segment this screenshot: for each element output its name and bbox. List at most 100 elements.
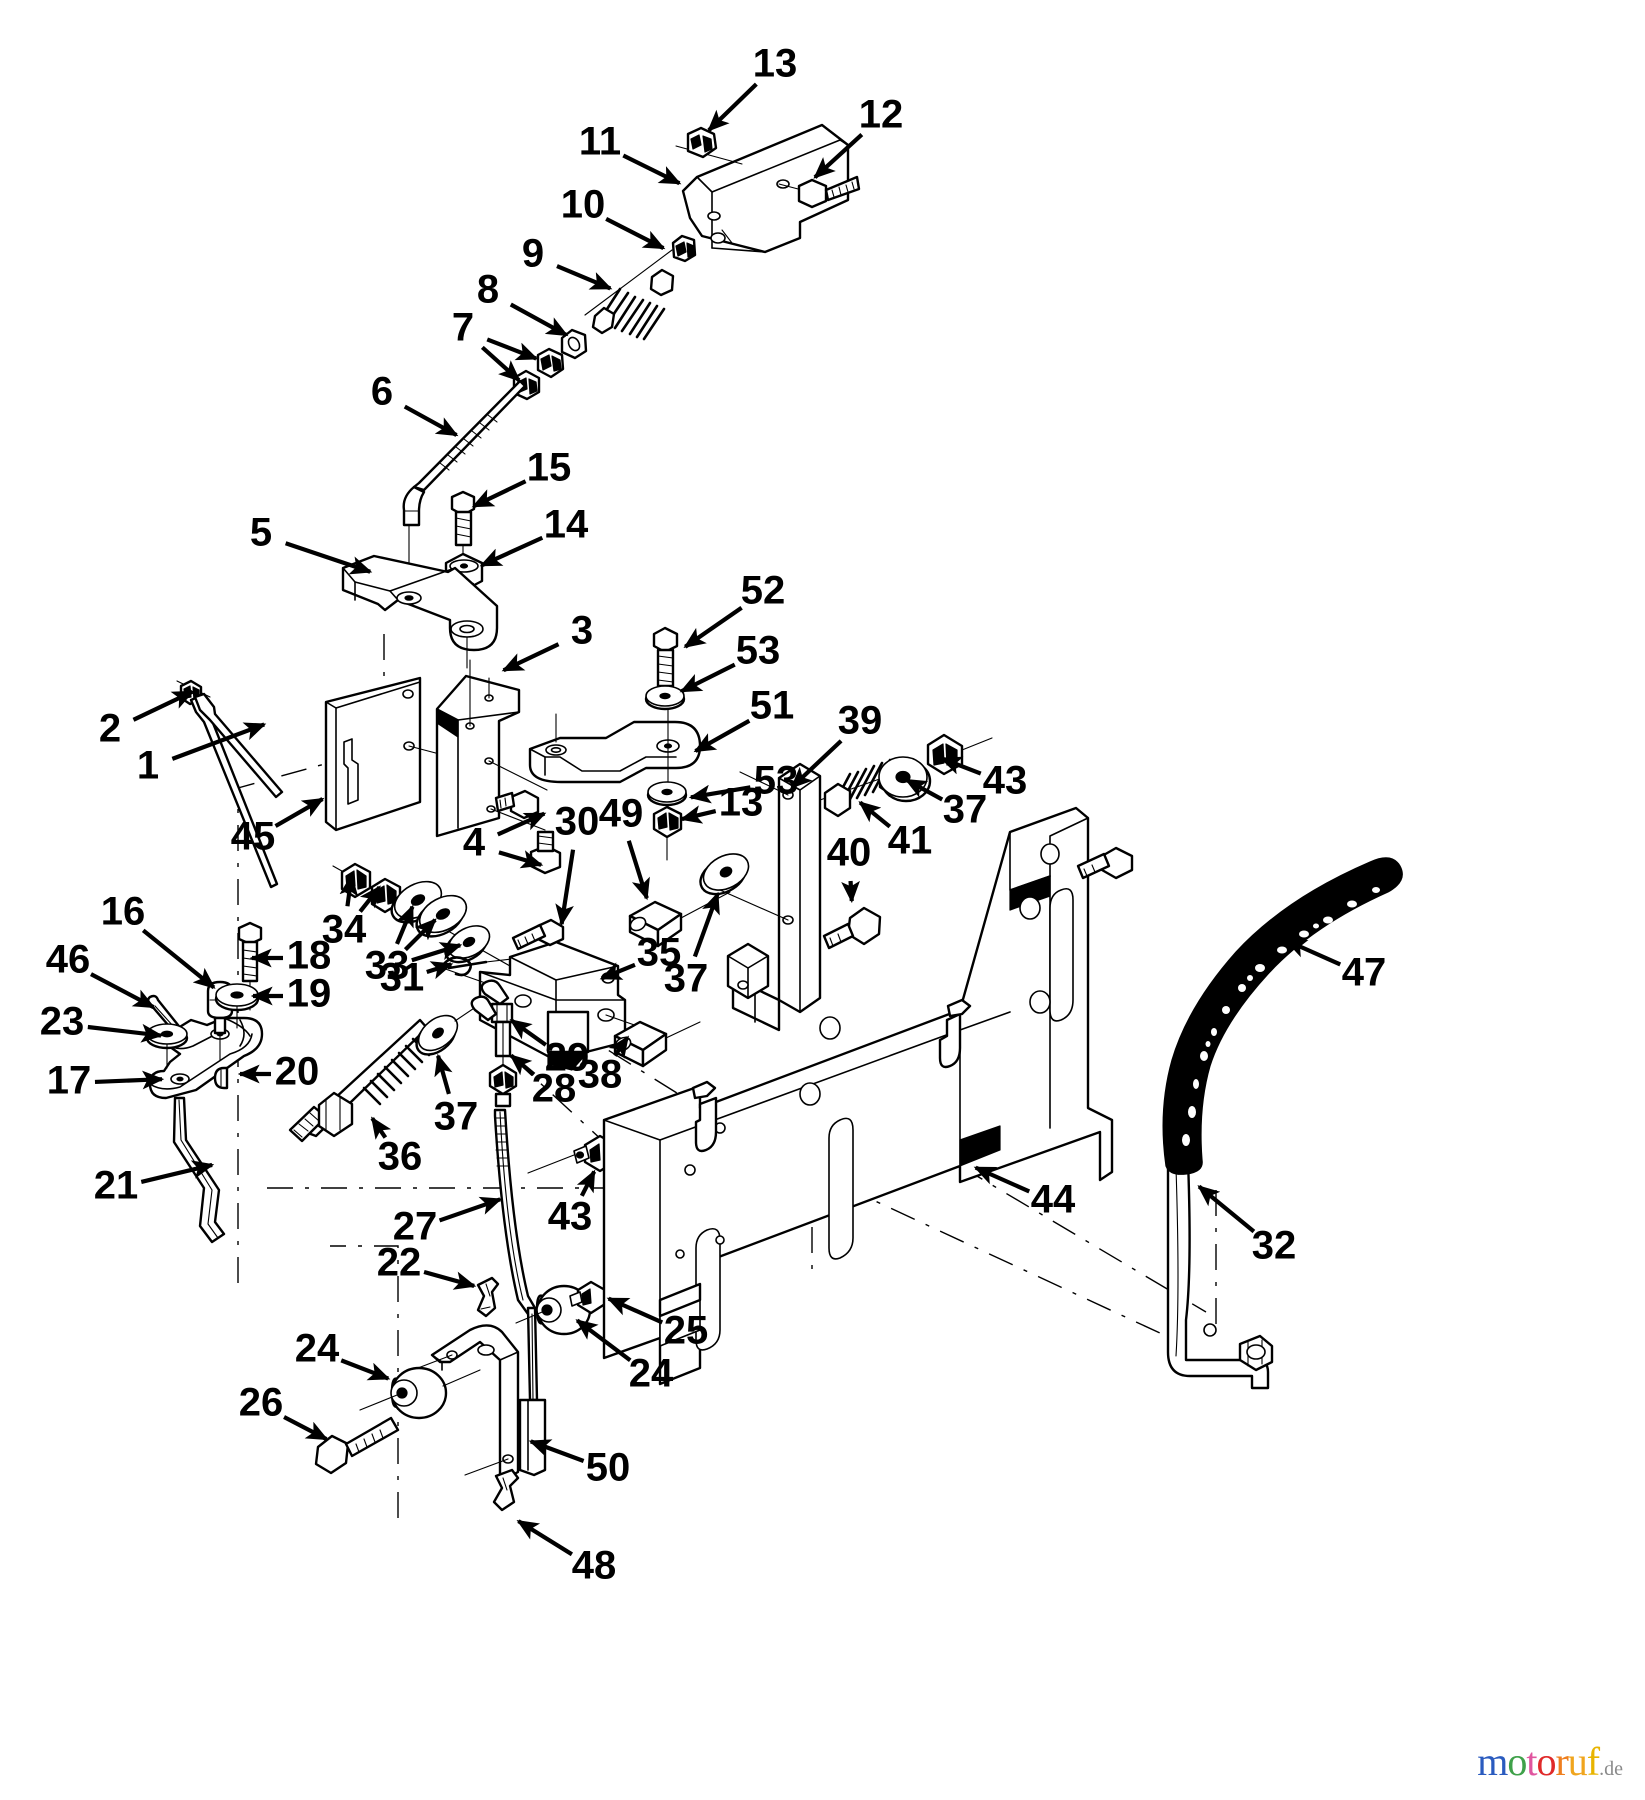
callout-number-15: 15	[527, 446, 572, 490]
part-40-bolt	[822, 906, 882, 950]
callout-number-44: 44	[1031, 1178, 1076, 1222]
watermark-suffix: .de	[1599, 1758, 1623, 1780]
callout-number-10: 10	[561, 183, 606, 227]
callout-leader-5	[284, 541, 373, 575]
callout-leader-40	[841, 880, 860, 904]
callout-leader-10	[605, 216, 666, 251]
callout-leader-37	[434, 1053, 453, 1095]
callout-leader-45	[274, 797, 325, 828]
watermark-letter-2: t	[1526, 1739, 1537, 1784]
part-53-washer-top	[644, 685, 686, 711]
callout-leader-34b	[358, 885, 382, 913]
callout-leader-25	[606, 1296, 664, 1325]
callout-leader-36	[370, 1116, 392, 1140]
callout-number-14: 14	[544, 503, 589, 547]
callout-leader-1	[171, 722, 267, 761]
part-51-z-bracket	[528, 629, 702, 831]
callout-number-28: 28	[532, 1067, 577, 1111]
callout-number-37: 37	[434, 1095, 479, 1139]
callout-leader-49	[626, 840, 650, 901]
callout-leader-24b	[575, 1318, 632, 1363]
callout-number-13: 13	[753, 42, 798, 86]
part-49-bushing-top	[628, 891, 731, 948]
callout-number-7: 7	[452, 306, 474, 350]
callout-leader-46	[90, 972, 156, 1009]
callout-leader-37c	[904, 778, 944, 802]
part-44-frame-plate	[602, 806, 1217, 1386]
callout-number-16: 16	[101, 890, 146, 934]
part-11-bracket	[681, 123, 850, 254]
callout-number-37: 37	[943, 788, 988, 832]
callout-leader-23	[87, 1023, 164, 1043]
top-rod-spring-assembly	[341, 123, 861, 669]
part-9-spring	[584, 249, 675, 341]
callout-number-53: 53	[736, 629, 781, 673]
callout-number-19: 19	[287, 972, 332, 1016]
callout-leader-44	[973, 1165, 1031, 1194]
part-39-u-bracket	[719, 762, 822, 1032]
callout-number-52: 52	[741, 569, 786, 613]
callout-leader-32	[1197, 1184, 1256, 1234]
watermark-letter-0: m	[1477, 1739, 1508, 1784]
callout-number-13: 13	[719, 781, 764, 825]
callout-leader-41	[858, 800, 892, 829]
callout-number-8: 8	[477, 268, 499, 312]
callout-leader-30	[555, 849, 576, 927]
callout-number-37: 37	[664, 957, 709, 1001]
part-36-threaded-rod	[288, 1018, 431, 1143]
part-7-locknut-a	[536, 347, 565, 379]
callout-leader-3	[501, 642, 560, 673]
callout-number-6: 6	[371, 370, 393, 414]
callout-number-45: 45	[231, 815, 276, 859]
callout-leader-14	[479, 535, 544, 568]
part-37-washer-center	[699, 853, 750, 896]
part-10-washer	[671, 234, 697, 263]
callout-number-35: 35	[637, 931, 682, 975]
callout-number-46: 46	[46, 938, 91, 982]
callout-number-4: 4	[463, 821, 486, 865]
callout-number-12: 12	[859, 93, 904, 137]
callout-leader-31	[426, 961, 454, 980]
callout-leader-33c	[411, 942, 463, 963]
callout-leader-39	[790, 739, 843, 789]
callout-leader-4	[496, 811, 547, 837]
watermark-letter-3: o	[1536, 1739, 1556, 1784]
callout-leader-4b	[498, 850, 544, 869]
callout-leader-17	[94, 1070, 165, 1090]
callout-number-27: 27	[393, 1205, 438, 1249]
part-4-bolt-a	[494, 789, 540, 820]
middle-plate-assembly	[176, 626, 702, 889]
callout-layer: 1234567891011121314151617181920212223242…	[40, 42, 1387, 1588]
callout-number-41: 41	[888, 819, 933, 863]
callout-number-38: 38	[578, 1053, 623, 1097]
callout-number-26: 26	[239, 1381, 284, 1425]
callout-number-11: 11	[579, 120, 621, 164]
callout-number-25: 25	[664, 1309, 709, 1353]
part-38-bushing-lower	[613, 1020, 701, 1068]
callout-leader-15	[471, 479, 527, 509]
callout-number-36: 36	[378, 1135, 423, 1179]
callout-leader-16	[141, 928, 216, 990]
callout-number-24: 24	[629, 1352, 674, 1396]
callout-leader-22	[423, 1269, 477, 1290]
watermark-letter-5: u	[1567, 1739, 1588, 1784]
callout-number-39: 39	[838, 699, 883, 743]
part-45-slotted-plate	[324, 676, 471, 832]
part-29-clevis	[470, 979, 514, 1081]
callout-number-21: 21	[94, 1164, 139, 1208]
callout-number-43: 43	[548, 1195, 593, 1239]
watermark-motoruf: motoruf.de	[1477, 1742, 1623, 1782]
part-26-bolt	[314, 1416, 400, 1475]
part-53-washer-bottom	[646, 781, 688, 807]
callout-leader-34	[339, 873, 359, 907]
callout-number-24: 24	[295, 1327, 340, 1371]
callout-number-40: 40	[827, 831, 872, 875]
part-28-nut	[488, 1063, 518, 1108]
watermark-letter-6: f	[1586, 1739, 1600, 1784]
part-13-locknut-top	[675, 126, 743, 165]
callout-leader-50	[528, 1439, 585, 1463]
callout-number-18: 18	[287, 934, 332, 978]
callout-number-33: 33	[365, 944, 410, 988]
callout-number-51: 51	[750, 684, 795, 728]
callout-leader-37b	[692, 891, 720, 958]
